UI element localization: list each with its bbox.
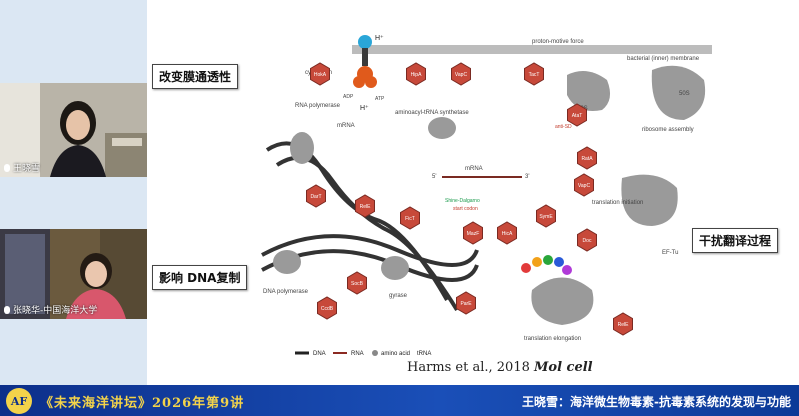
- proton-label: proton-motive force: [532, 39, 584, 45]
- ribosome-50s: [651, 65, 706, 120]
- atp-synthase-top: [358, 35, 372, 49]
- membrane: [352, 45, 712, 54]
- legend-rna: RNA: [351, 351, 364, 357]
- toxin-label: AtaT: [572, 113, 583, 119]
- toxin-hexagon: [317, 296, 337, 320]
- toxin-label: Doc: [583, 238, 592, 244]
- toxin-label: ParE: [460, 301, 472, 307]
- dna-strand-3: [261, 234, 479, 267]
- toxin-hexagons: HokA HipA VapC TacT AtaT RatA VapC DarT RelE FicT…: [306, 62, 633, 336]
- toxin-hexagon: [463, 221, 483, 245]
- toxin-label: VapC: [455, 72, 468, 78]
- video-tile-guest[interactable]: 张晓华-中国海洋大学: [0, 229, 147, 319]
- shine-dalgarno: Shine-Dalgarno: [445, 198, 480, 204]
- video-tile-speaker[interactable]: 王晓雪: [0, 83, 147, 177]
- ef-tu-label: EF-Tu: [662, 250, 678, 256]
- toxin-hexagon: [536, 204, 556, 228]
- banner-title: 《未来海洋讲坛》2026年第9讲: [40, 396, 245, 411]
- translation-initiation-label: translation initiation: [592, 200, 643, 206]
- toxin-label: HicA: [502, 231, 513, 237]
- toxin-label: HokA: [314, 72, 327, 78]
- gyrase-label: gyrase: [389, 293, 408, 299]
- ribosome-initiation: [621, 174, 678, 226]
- h-plus-top: H⁺: [375, 35, 384, 42]
- toxin-label: VapC: [578, 183, 591, 189]
- membrane-label: bacterial (inner) membrane: [627, 56, 700, 62]
- translation-elongation-label: translation elongation: [524, 336, 581, 342]
- banner-subtitle: 王晓雪：海洋微生物毒素-抗毒素系统的发现与功能: [522, 395, 791, 409]
- toxin-label: SymE: [539, 214, 553, 220]
- guest-video: [0, 229, 147, 319]
- toxin-label: DarT: [310, 194, 321, 200]
- three-prime: 3': [525, 174, 529, 180]
- toxin-mechanism-diagram: proton-motive force bacterial (inner) me…: [261, 35, 712, 357]
- toxin-label: TacT: [529, 72, 540, 78]
- toxin-hexagon: [400, 206, 420, 230]
- gyrase: [381, 256, 409, 280]
- adp-label: ADP: [343, 94, 354, 100]
- rna-polymerase-label: RNA polymerase: [295, 103, 341, 109]
- toxin-hexagon: [355, 194, 375, 218]
- toxin-hexagon: [347, 271, 367, 295]
- participant-name-1: 王晓雪: [4, 161, 40, 174]
- mic-icon: [4, 305, 10, 314]
- dna-polymerase: [273, 250, 301, 274]
- aa-trna-synthetase: [428, 117, 456, 139]
- rna-polymerase: [290, 132, 314, 164]
- ribosome-assembly-label: ribosome assembly: [642, 127, 694, 133]
- toxin-hexagon: [310, 62, 330, 86]
- ribosome-elongation: [531, 277, 594, 325]
- toxin-hexagon: [524, 62, 544, 86]
- ribosome-30s: [567, 71, 611, 111]
- toxin-hexagon: [497, 221, 517, 245]
- mic-icon: [4, 163, 10, 172]
- presentation-slide: proton-motive force bacterial (inner) me…: [147, 0, 799, 385]
- forum-logo: AF: [6, 388, 32, 414]
- five-prime: 5': [432, 174, 436, 180]
- speaker-video: [0, 83, 147, 177]
- toxin-hexagon: [306, 184, 326, 208]
- mrna-center-label: mRNA: [465, 166, 483, 172]
- h-plus-bottom: H⁺: [360, 105, 369, 112]
- toxin-label: SocB: [351, 281, 364, 287]
- citation: Harms et al., 2018 Mol cell: [407, 360, 593, 375]
- toxin-hexagon: [567, 103, 587, 127]
- toxin-hexagon: [613, 312, 633, 336]
- 50s-label: 50S: [679, 91, 690, 97]
- toxin-hexagon: [577, 146, 597, 170]
- toxin-label: RatA: [581, 156, 593, 162]
- start-codon: start codon: [453, 206, 478, 212]
- callout-dna: 影响 DNA复制: [152, 265, 248, 290]
- atp-label: ATP: [375, 96, 385, 102]
- toxin-label: RelE: [618, 322, 630, 328]
- legend-dna: DNA: [313, 351, 326, 357]
- participant-name-2: 张晓华-中国海洋大学: [4, 303, 97, 316]
- toxin-hexagon: [456, 291, 476, 315]
- legend-amino-acid: amino acid: [381, 351, 410, 357]
- participant-sidebar: 王晓雪 张晓华-中国海洋大学: [0, 0, 147, 385]
- callout-membrane: 改变膜通透性: [152, 64, 239, 89]
- toxin-hexagon: [577, 228, 597, 252]
- bottom-banner: AF 《未来海洋讲坛》2026年第9讲 王晓雪：海洋微生物毒素-抗毒素系统的发现…: [0, 385, 799, 416]
- toxin-hexagon: [406, 62, 426, 86]
- toxin-hexagon: [451, 62, 471, 86]
- anti-sd-label: anti-SD: [555, 124, 572, 130]
- dna-polymerase-label: DNA polymerase: [263, 289, 309, 295]
- toxin-hexagon: [574, 173, 594, 197]
- toxin-label: HipA: [411, 72, 423, 78]
- mrna-left-label: mRNA: [337, 123, 355, 129]
- toxin-label: CcdB: [321, 306, 334, 312]
- toxin-label: RelE: [360, 204, 372, 210]
- toxin-label: MazF: [467, 231, 480, 237]
- aa-trna-synthetase-label: aminoacyl-tRNA synthetase: [395, 110, 469, 116]
- callout-translation: 干扰翻译过程: [692, 228, 779, 253]
- legend-trna: tRNA: [417, 351, 431, 357]
- toxin-label: FicT: [405, 216, 415, 222]
